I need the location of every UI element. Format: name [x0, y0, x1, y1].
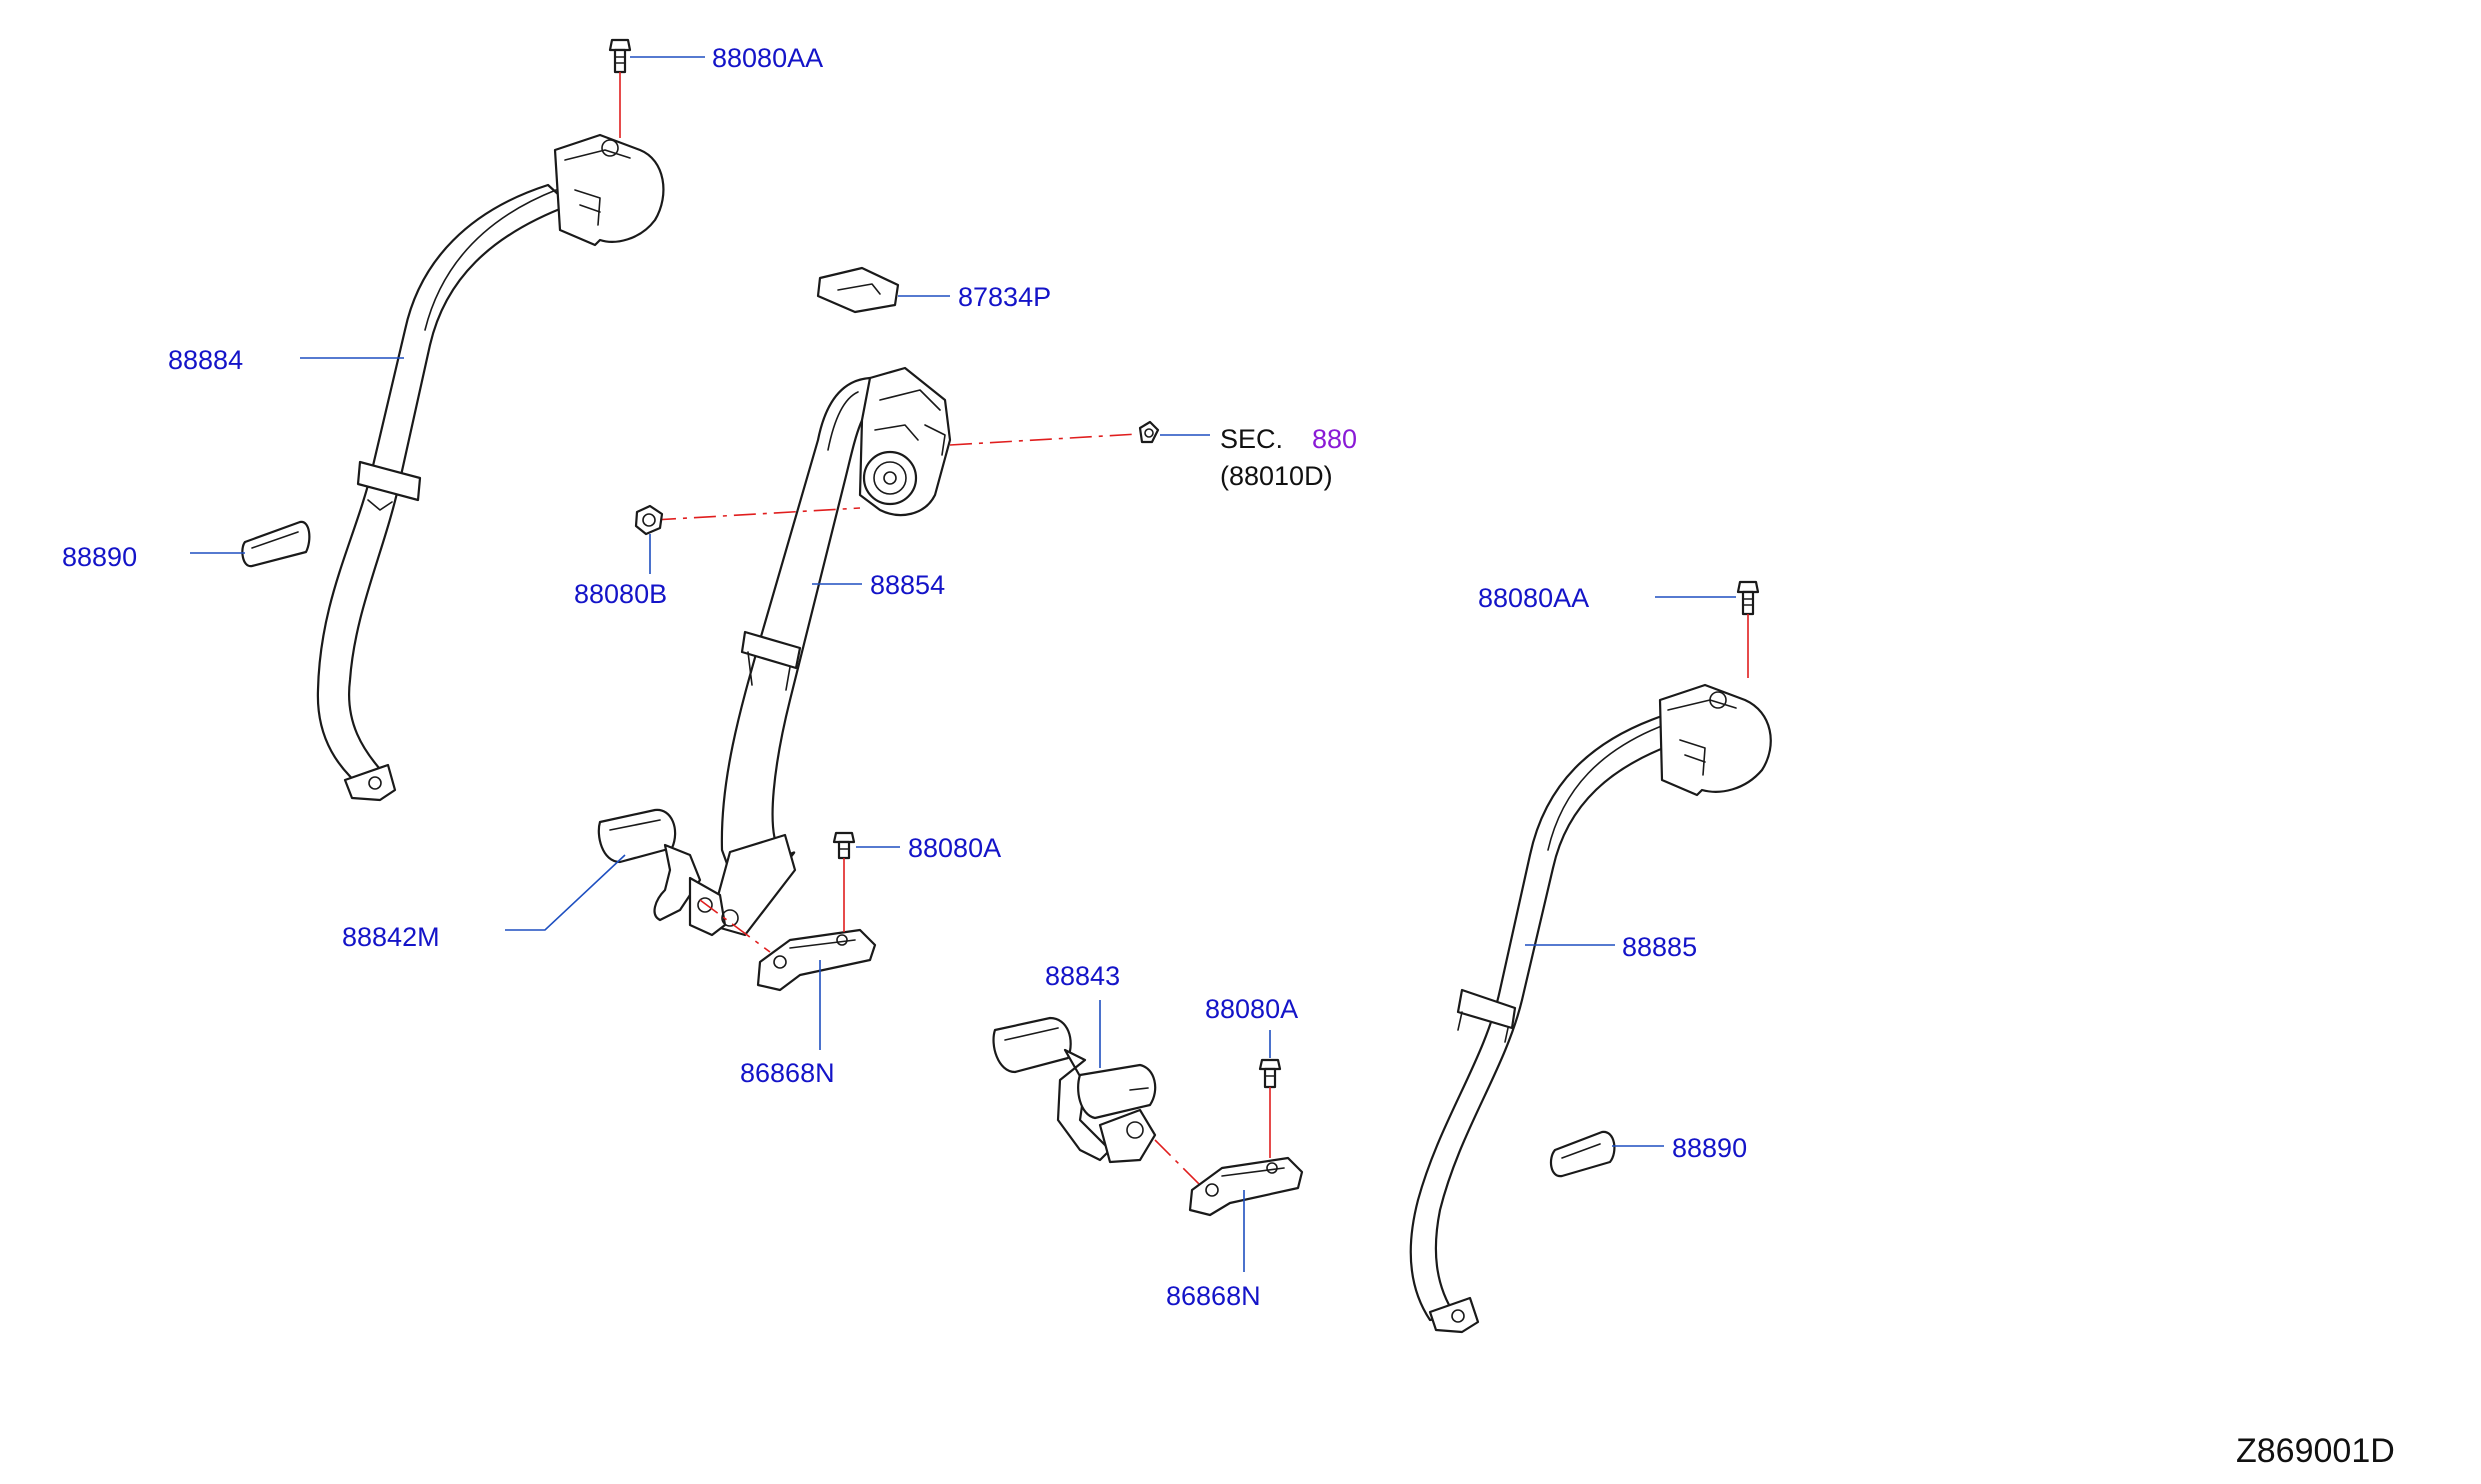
label-bolt-center-right[interactable]: 88080A — [1205, 994, 1298, 1024]
nut-center[interactable] — [634, 504, 664, 536]
label-cover-right[interactable]: 88890 — [1672, 1133, 1747, 1163]
label-buckle-left[interactable]: 88842M — [342, 922, 440, 952]
label-belt-right[interactable]: 88885 — [1622, 932, 1697, 962]
label-buckle-center[interactable]: 88843 — [1045, 961, 1120, 991]
center-belt-strap — [720, 376, 882, 874]
label-belt-center[interactable]: 88854 — [870, 570, 945, 600]
right-belt-strap — [1409, 713, 1687, 1322]
cover-left[interactable] — [241, 520, 311, 568]
label-bolt-top-left[interactable]: 88080AA — [712, 43, 823, 73]
section-ref-sub[interactable]: (88010D) — [1220, 461, 1333, 491]
bolt-top-left[interactable] — [608, 38, 632, 74]
left-retractor — [553, 133, 665, 247]
center-seat-belt-assembly[interactable] — [708, 366, 952, 937]
section-ref-prefix[interactable]: SEC. — [1220, 424, 1283, 454]
label-bracket-center-right[interactable]: 86868N — [1166, 1281, 1261, 1311]
buckle-center[interactable] — [992, 1016, 1157, 1164]
label-bolt-right[interactable]: 88080AA — [1478, 583, 1589, 613]
cover-right[interactable] — [1549, 1130, 1616, 1178]
bolt-sec-ref — [1138, 420, 1160, 444]
section-ref-number[interactable]: 880 — [1312, 424, 1357, 454]
label-bracket-center-left[interactable]: 86868N — [740, 1058, 835, 1088]
bolt-center-right[interactable] — [1258, 1058, 1282, 1089]
center-belt-slider — [740, 630, 802, 670]
bolt-right[interactable] — [1736, 580, 1760, 616]
label-nut-center[interactable]: 88080B — [574, 579, 667, 609]
label-belt-left[interactable]: 88884 — [168, 345, 243, 375]
bracket-center-left[interactable] — [756, 928, 877, 992]
right-belt-slider — [1456, 988, 1517, 1030]
left-belt-strap — [316, 183, 572, 792]
bolt-center-bracket[interactable] — [832, 831, 856, 860]
bracket-center-right[interactable] — [1188, 1156, 1304, 1217]
label-clip-center[interactable]: 87834P — [958, 282, 1051, 312]
diagram-code: Z869001D — [2236, 1432, 2395, 1470]
buckle-left[interactable] — [597, 808, 739, 937]
right-anchor-plate — [1428, 1296, 1480, 1334]
clip-center[interactable] — [816, 266, 900, 314]
label-bolt-center-bracket[interactable]: 88080A — [908, 833, 1001, 863]
label-cover-left[interactable]: 88890 — [62, 542, 137, 572]
right-seat-belt-assembly[interactable] — [1409, 683, 1772, 1334]
right-retractor — [1658, 683, 1772, 797]
left-anchor-plate — [343, 763, 397, 802]
left-seat-belt-assembly[interactable] — [316, 133, 665, 802]
left-belt-slider — [356, 460, 422, 502]
